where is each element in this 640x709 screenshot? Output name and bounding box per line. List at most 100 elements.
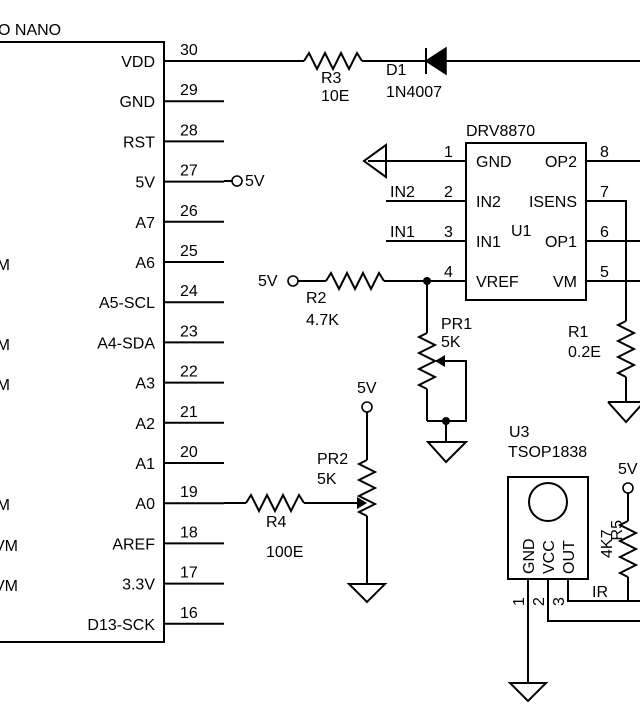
arduino-pin-number: 27 (180, 163, 198, 180)
arduino-pin-label: AREF (112, 536, 155, 553)
drv-left-pin-label: IN2 (476, 194, 501, 211)
arduino-pin-label: A1 (135, 456, 155, 473)
d1-value: 1N4007 (386, 84, 442, 101)
drv-right-pin-label: VM (553, 274, 577, 291)
arduino-left-fragment: M (0, 497, 10, 514)
arduino-pin-list: VDD30GND29RST285V27A726A625A5-SCL24A4-SD… (87, 42, 232, 634)
r4-value: 100E (266, 544, 303, 561)
arduino-pin-number: 28 (180, 122, 198, 139)
arduino-pin-label: A4-SDA (97, 335, 155, 352)
pr1-gnd-symbol (425, 421, 469, 464)
arduino-left-fragment: M (0, 257, 10, 274)
drv-left-pin-number: 1 (444, 144, 453, 161)
drv-ref: U1 (511, 223, 532, 240)
arduino-pin-number: 21 (180, 404, 198, 421)
arduino-pin-label: RST (123, 134, 155, 151)
pin27-5v-terminal (231, 175, 243, 187)
arduino-left-fragment: VM (0, 538, 18, 555)
r2-ref: R2 (306, 290, 327, 307)
r5-value: 4K7 (599, 529, 616, 558)
u3-vcc-wire (547, 579, 640, 622)
net-in2-label: IN2 (390, 184, 415, 201)
pr1-wiper-arrow (435, 355, 445, 367)
arduino-pin-label: D13-SCK (87, 617, 155, 634)
r1-gnd-symbol (607, 377, 640, 424)
pr1-ref: PR1 (441, 316, 472, 333)
drv-name: DRV8870 (466, 123, 535, 140)
arduino-pin-label: A3 (135, 376, 155, 393)
drv-gnd-symbol (362, 143, 387, 179)
u3-pin-number: 2 (531, 597, 548, 606)
pin27-5v-label: 5V (245, 173, 265, 190)
u3-pins: GND 1 VCC 2 OUT 3 (511, 538, 578, 606)
arduino-left-fragments: M M M M VM VM (0, 257, 18, 595)
arduino-pin-label: A2 (135, 416, 155, 433)
r3-resistor (303, 50, 363, 72)
arduino-pin-label: 3.3V (122, 577, 155, 594)
drv-left-pin-label: GND (476, 154, 512, 171)
drv-left-pin-label: IN1 (476, 234, 501, 251)
arduino-pin-label: A5-SCL (99, 295, 155, 312)
pr1-resistor (416, 332, 438, 390)
pr2-gnd-symbol (346, 516, 388, 604)
isens-wire (586, 200, 627, 321)
r1-ref: R1 (568, 324, 589, 341)
arduino-pin-number: 24 (180, 283, 198, 300)
arduino-pin-label: A7 (135, 215, 155, 232)
u3-pin-label: GND (521, 538, 538, 574)
pr2-value: 5K (317, 471, 337, 488)
r1-value: 0.2E (568, 344, 601, 361)
arduino-pin-number: 19 (180, 484, 198, 501)
u3-pin-label: VCC (541, 540, 558, 574)
arduino-pin-number: 22 (180, 364, 198, 381)
u3-gnd-wire-symbol (507, 579, 549, 703)
r4-resistor (245, 492, 305, 514)
arduino-pin-number: 25 (180, 243, 198, 260)
u3-name: TSOP1838 (508, 444, 587, 461)
drv-left-pin-number: 2 (444, 184, 453, 201)
drv-right-pin-number: 5 (600, 264, 609, 281)
pr2-resistor (356, 459, 378, 517)
arduino-nano: O NANO VDD30GND29RST285V27A726A625A5-SCL… (0, 22, 232, 643)
d1-diode (424, 46, 447, 76)
u3-ref: U3 (509, 424, 530, 441)
arduino-pin-number: 17 (180, 565, 198, 582)
arduino-left-fragment: VM (0, 578, 18, 595)
arduino-pin-number: 26 (180, 203, 198, 220)
arduino-pin-label: A6 (135, 255, 155, 272)
drv-right-pin-number: 8 (600, 144, 609, 161)
r5-5v-label: 5V (618, 461, 638, 478)
drv-right-pin-number: 7 (600, 184, 609, 201)
arduino-pin-label: A0 (135, 496, 155, 513)
r3-ref: R3 (321, 70, 342, 87)
drv-right-pin-number: 6 (600, 224, 609, 241)
drv-left-pin-number: 4 (444, 264, 453, 281)
u3-pin-label: OUT (561, 540, 578, 574)
arduino-pin-number: 18 (180, 524, 198, 541)
arduino-pin-number: 29 (180, 82, 198, 99)
u3-pin-number: 3 (551, 597, 568, 606)
r5-resistor (617, 520, 639, 578)
arduino-pin-label: VDD (121, 54, 155, 71)
d1-ref: D1 (386, 62, 407, 79)
r2-resistor (325, 270, 385, 292)
drv-body (465, 142, 587, 301)
u3-pin-number: 1 (511, 597, 528, 606)
u3-lens (528, 482, 568, 522)
pr2-5v-label: 5V (357, 380, 377, 397)
r2-5v-label: 5V (258, 273, 278, 290)
r4-ref: R4 (266, 514, 287, 531)
arduino-pin-number: 23 (180, 323, 198, 340)
drv-right-pin-label: ISENS (529, 194, 577, 211)
r2-5v-terminal (287, 275, 299, 287)
arduino-pin-label: 5V (135, 175, 155, 192)
pr1-value: 5K (441, 334, 461, 351)
pr2-5v-terminal (361, 401, 373, 413)
arduino-left-fragment: M (0, 337, 10, 354)
drv-right-pin-label: OP2 (545, 154, 577, 171)
arduino-left-fragment: M (0, 377, 10, 394)
